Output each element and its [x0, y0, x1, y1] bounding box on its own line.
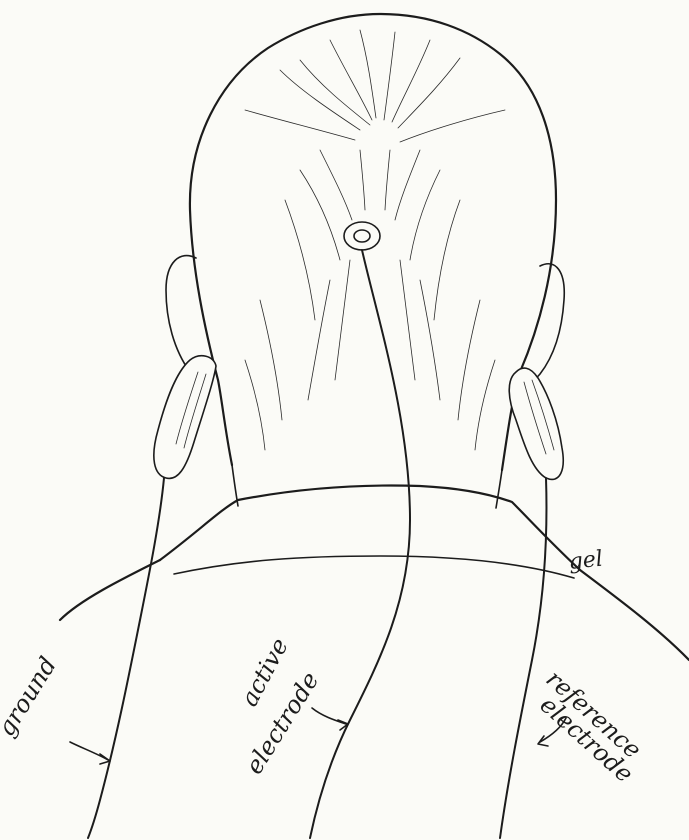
active-electrode-disc — [344, 222, 380, 250]
hair-strands — [245, 30, 505, 450]
artist-signature: gel — [568, 549, 604, 574]
right-ear — [518, 264, 564, 382]
shirt-collar — [160, 486, 580, 570]
right-ear-clip — [509, 368, 563, 479]
collar-band — [174, 556, 574, 578]
ground-wire — [88, 478, 164, 838]
active-electrode-wire — [310, 250, 410, 838]
neck-right — [496, 470, 502, 508]
left-ear-clip — [154, 356, 216, 479]
reference-wire — [500, 478, 546, 838]
active-arrow — [312, 708, 348, 730]
ground-arrow — [70, 742, 110, 764]
head-outline — [190, 14, 556, 470]
right-shoulder — [580, 570, 689, 660]
